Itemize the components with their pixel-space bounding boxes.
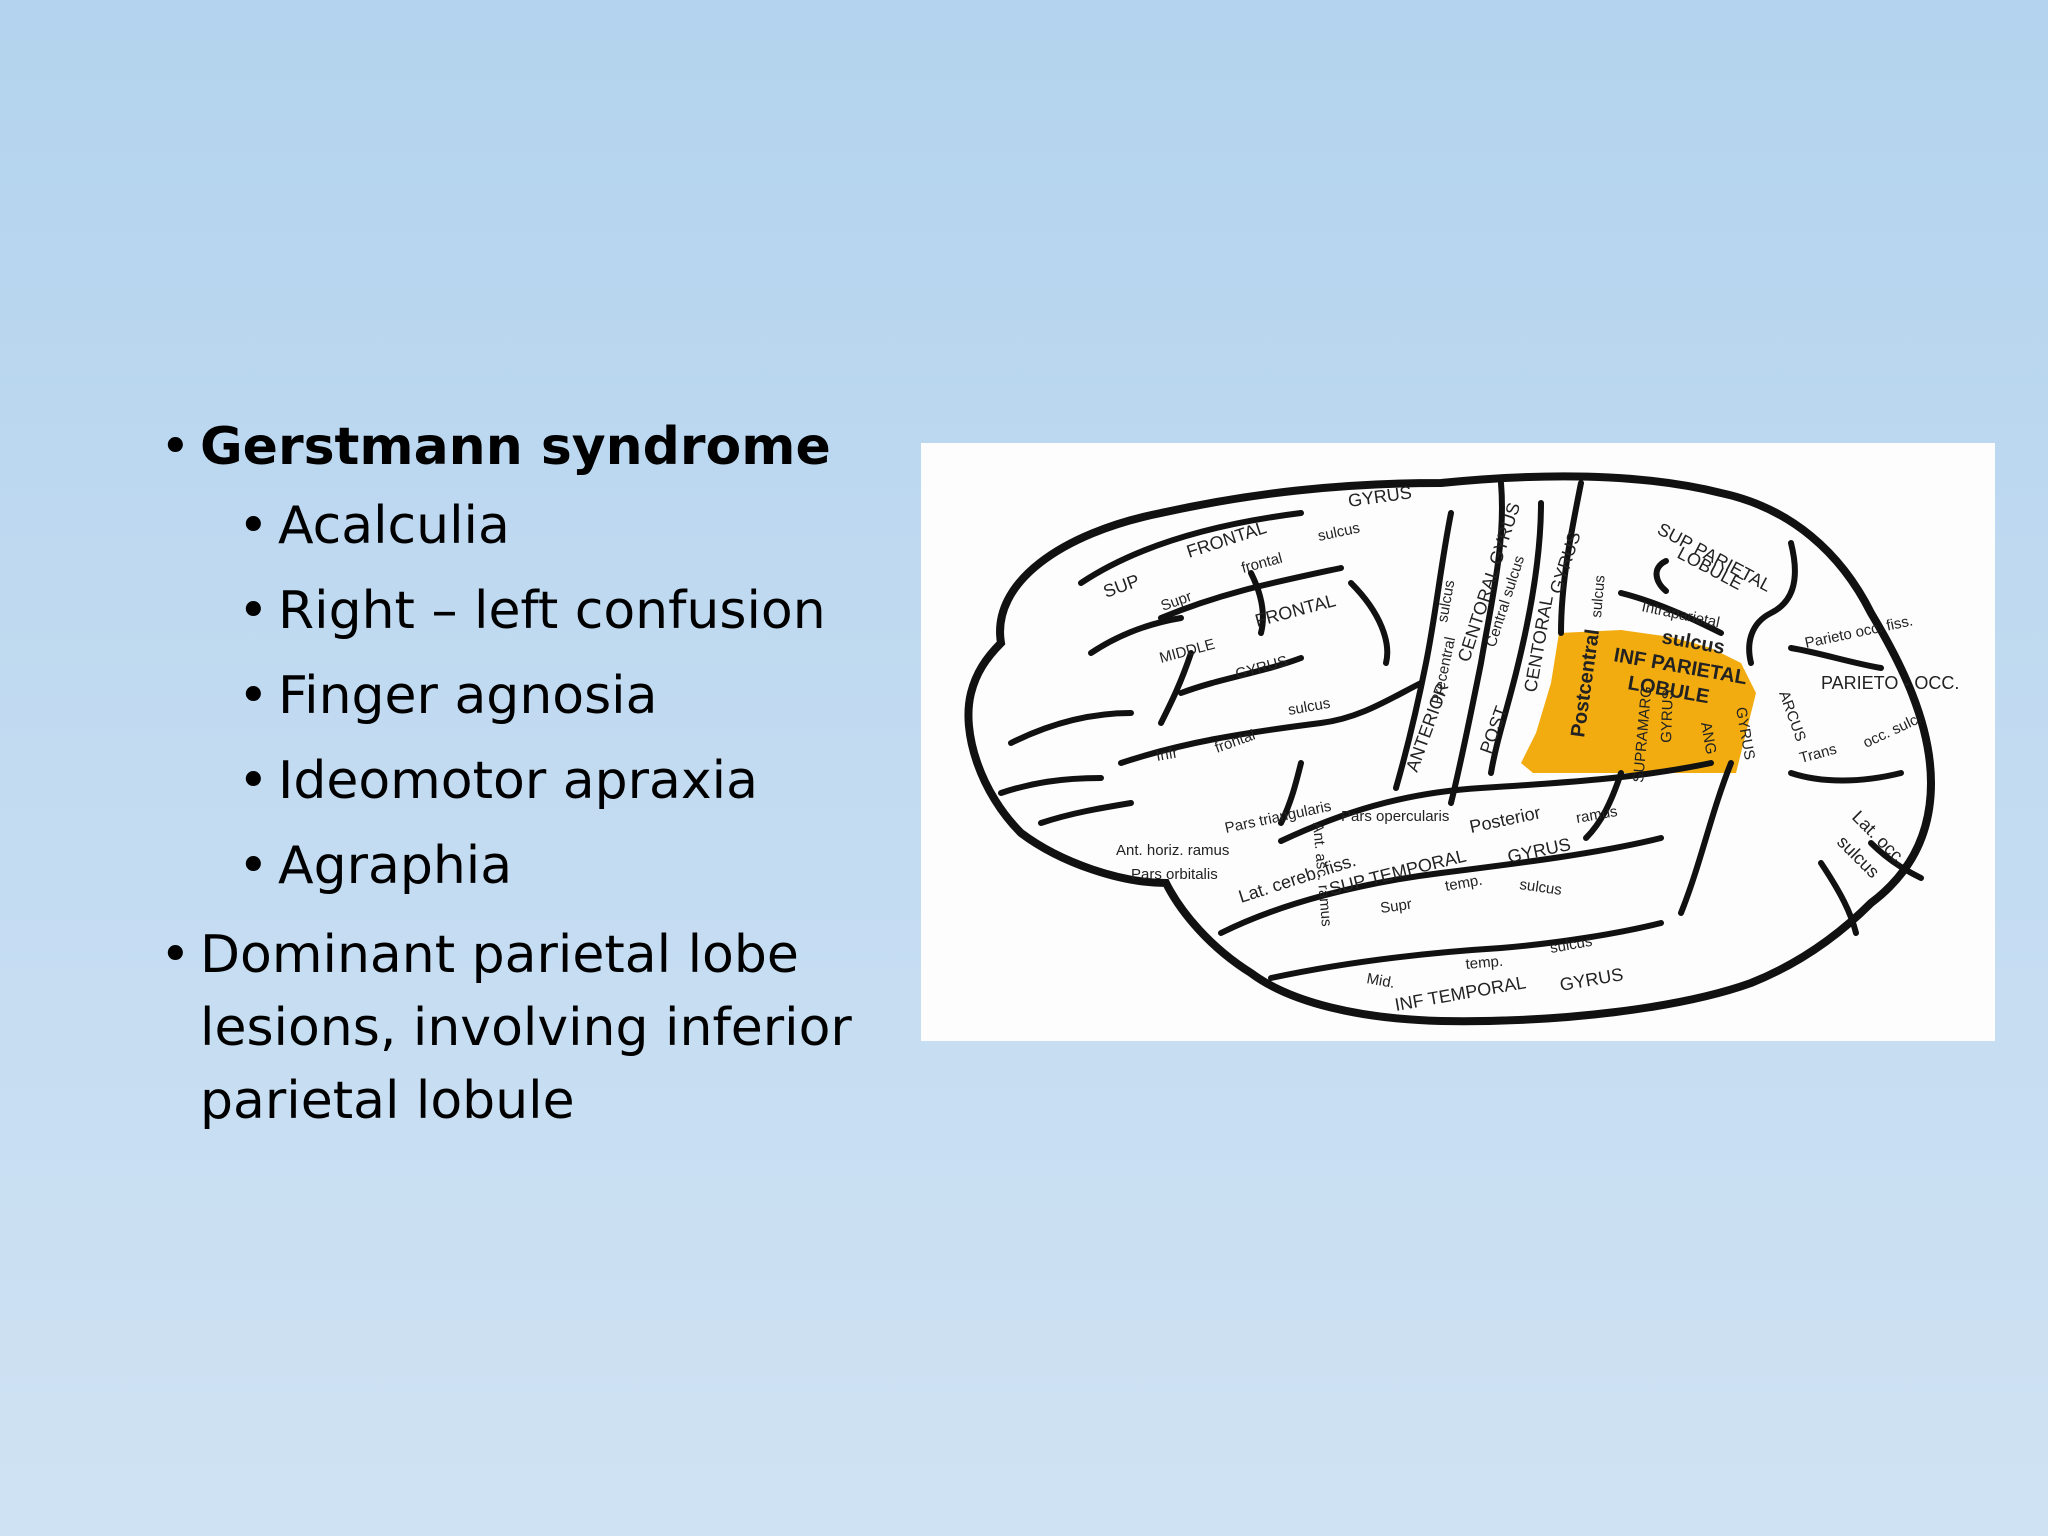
label-pars-orbitalis: Pars orbitalis [1131,866,1218,883]
label-sup-parietal: SUP PARIETAL [1654,519,1775,596]
sub-bullet-text: Ideomotor apraxia [278,751,758,811]
sub-bullet-ideomotor: • Ideomotor apraxia [238,739,920,824]
inferior-parietal-highlight [1521,630,1756,773]
bullet-dot: • [238,666,269,726]
sub-bullet-text: Finger agnosia [278,666,658,726]
brain-svg: GYRUS SUP FRONTAL sulcus Supr frontal MI… [964,472,1959,1026]
bullet-list: • Gerstmann syndrome • Acalculia • Right… [160,410,920,1138]
bullet-dominant-parietal: • Dominant parietal lobe lesions, involv… [160,919,920,1138]
label-supr-temp: Supr [1379,896,1413,917]
sub-bullet-right-left: • Right – left confusion [238,569,920,654]
label-gyrus-mid: GYRUS [1234,653,1290,683]
label-sulcus-1: sulcus [1316,519,1361,544]
label-temp-mid: temp. [1465,953,1504,973]
label-ant-horiz-ramus: Ant. horiz. ramus [1116,842,1229,859]
bullet-title-text: Gerstmann syndrome [200,417,831,477]
label-sulcus-st: sulcus [1518,876,1562,899]
label-gyrus-it: GYRUS [1558,964,1625,995]
sub-bullet-text: Agraphia [278,836,513,896]
sub-bullet-agraphia: • Agraphia [238,824,920,909]
label-sup: SUP [1101,570,1143,601]
label-infr: Infr [1155,744,1179,765]
label-parieto-occ: PARIETO - OCC. [1821,673,1959,693]
bullet-dot: • [238,751,269,811]
sub-bullet-text: Acalculia [278,496,510,556]
label-frontal-2: frontal [1240,550,1285,577]
label-ramus: ramus [1575,803,1619,827]
label-frontal-3: FRONTAL [1253,590,1338,631]
label-parieto-occ-fiss: Parieto occ. fiss. [1803,612,1914,652]
bullet-dot: • [238,581,269,641]
label-temp: temp. [1444,872,1484,895]
label-gyrus-post: GYRUS [1546,529,1585,596]
label-gyrus-sm: GYRUS [1658,689,1677,743]
label-inf-temporal: INF TEMPORAL [1393,972,1527,1015]
brain-outline [964,472,1936,1026]
sub-bullet-text: Right – left confusion [278,581,826,641]
label-post: POST [1476,703,1512,756]
label-pars-opercularis: Pars opercularis [1341,808,1449,825]
label-sulcus-2: sulcus [1287,695,1332,719]
label-posterior: Posterior [1468,802,1543,837]
label-intraparietal: Intraparietal [1640,598,1721,631]
bullet-dot: • [238,836,269,896]
bullet-text: Dominant parietal lobe lesions, involvin… [200,925,852,1131]
label-mid: Mid. [1365,970,1396,992]
bullet-dot: • [160,925,191,985]
label-trans: Trans [1798,741,1839,767]
label-sulcus-post: sulcus [1588,574,1609,618]
label-frontal-4: frontal [1213,727,1258,757]
bullet-gerstmann: • Gerstmann syndrome [160,410,920,484]
bullet-dot: • [238,496,269,556]
bullet-dot: • [160,417,191,477]
sulci-lines [998,480,1924,981]
sub-bullet-finger-agnosia: • Finger agnosia [238,654,920,739]
brain-diagram: GYRUS SUP FRONTAL sulcus Supr frontal MI… [921,443,1995,1041]
label-arcus: ARCUS [1775,689,1809,744]
label-sulcus-mt: sulcus [1549,933,1594,957]
label-occ-sulc: occ. sulc. [1861,710,1925,752]
sub-bullet-acalculia: • Acalculia [238,484,920,569]
label-ang: ANG [1697,721,1719,756]
